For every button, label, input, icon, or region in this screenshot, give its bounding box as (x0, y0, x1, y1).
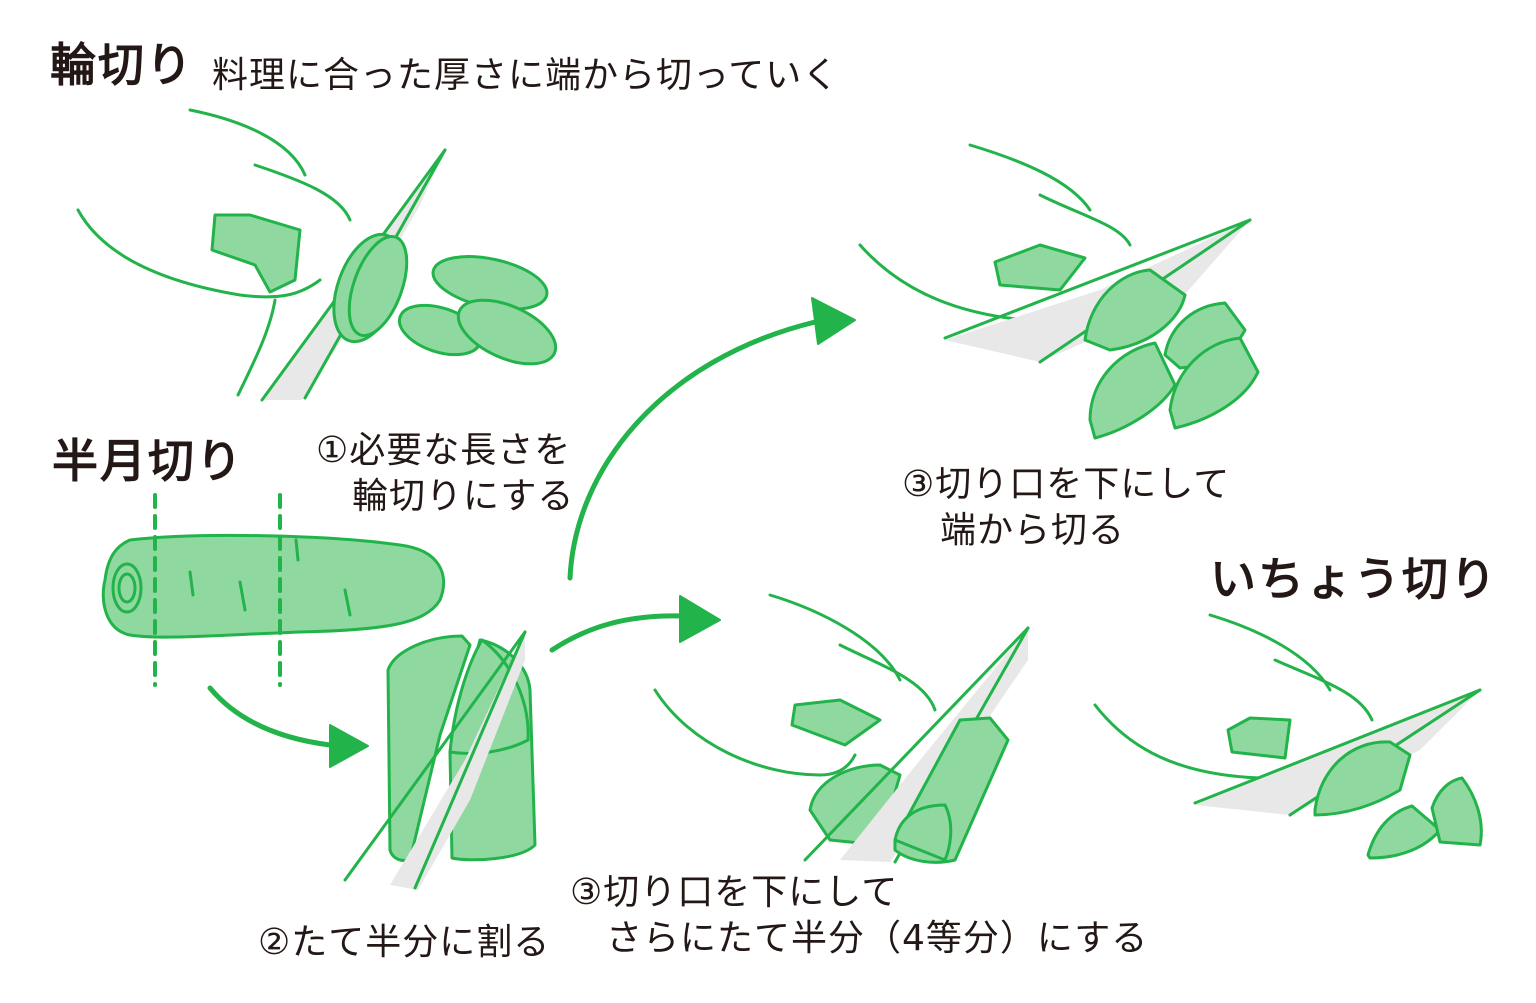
knife-blade (1195, 690, 1480, 815)
step3b-note: ③切り口を下にして さらにたて半分（4等分）にする (570, 870, 1148, 962)
step3b-line1: ③切り口を下にして (570, 872, 899, 913)
knife-blade (390, 632, 525, 890)
hand-outline (76, 208, 322, 299)
hand-finger-curl (790, 698, 882, 747)
step1-line1: ①必要な長さを (316, 430, 572, 471)
cylinder-left-half (386, 634, 472, 862)
hand-finger-curl (210, 213, 302, 294)
slice-being-cut-face (347, 234, 409, 338)
round-slice (456, 298, 558, 366)
hand-outline (1038, 193, 1132, 247)
hand-finger-curl (993, 243, 1087, 292)
heading-icho: いちょう切り (1210, 552, 1498, 606)
hand-outline (1273, 658, 1374, 722)
carrot-mark (294, 538, 300, 562)
hand-outline (253, 163, 352, 222)
hand-outline (188, 108, 307, 177)
carrot-mark (188, 570, 195, 597)
carrot-mark (238, 580, 247, 612)
half-moon-slice (1168, 336, 1260, 430)
step3a-note: ③切り口を下にして 端から切る (902, 462, 1230, 554)
hand-outline (968, 143, 1092, 212)
step2-note: ②たて半分に割る (258, 922, 551, 963)
arrow-to-split (207, 685, 333, 748)
quartering-illustration (653, 593, 1030, 864)
step1-line2: 輪切りにする (352, 476, 575, 517)
step3a-line1: ③切り口を下にして (902, 464, 1231, 505)
arrow-to-quarter-head (679, 595, 721, 643)
split-cylinder-illustration (343, 630, 537, 890)
ginkgo-slice (1430, 776, 1483, 847)
ginkgo-slice (1313, 740, 1412, 817)
icho-illustration (1093, 613, 1483, 860)
step3a-line2: 端から切る (940, 510, 1126, 551)
carrot-end (111, 562, 143, 614)
hand-outline (768, 593, 902, 682)
hand-outline (838, 643, 937, 712)
wagiri-illustration (76, 108, 558, 402)
arrow-to-hangetsu (567, 319, 818, 581)
half-moon-slice (1083, 268, 1187, 352)
half-moon-slice (1088, 341, 1177, 440)
knife-edge (803, 626, 1030, 862)
knife-edge (1193, 688, 1482, 805)
knife-spine (413, 630, 527, 890)
arrow-to-split-head (329, 724, 369, 768)
hand-outline (236, 298, 277, 397)
knife-edge (943, 218, 1252, 340)
carrot-core (117, 572, 137, 604)
arrow-to-quarter (549, 613, 683, 653)
arrow-to-hangetsu-head (811, 297, 856, 345)
carrot-mark (343, 588, 352, 617)
heading-hangetsu: 半月切り (52, 434, 244, 488)
ginkgo-slice (1366, 804, 1442, 860)
knife-edge (343, 630, 527, 882)
knife-blade (945, 220, 1250, 362)
hand-outline (653, 688, 857, 777)
carrot-illustration (101, 493, 446, 687)
arrows (207, 297, 856, 768)
hand-finger-curl (1226, 716, 1292, 760)
heading-wagiri: 輪切り (50, 38, 194, 92)
hand-outline (1208, 613, 1332, 692)
step3b-line2: さらにたて半分（4等分）にする (606, 918, 1149, 959)
carrot-body (101, 533, 446, 639)
carrot-quarter-face (893, 803, 953, 862)
hangetsu-illustration (858, 143, 1260, 440)
knife-blade (840, 628, 1028, 862)
wagiri-description: 料理に合った厚さに端から切っていく (212, 55, 840, 96)
step1-note: ①必要な長さを 輪切りにする (316, 428, 574, 520)
